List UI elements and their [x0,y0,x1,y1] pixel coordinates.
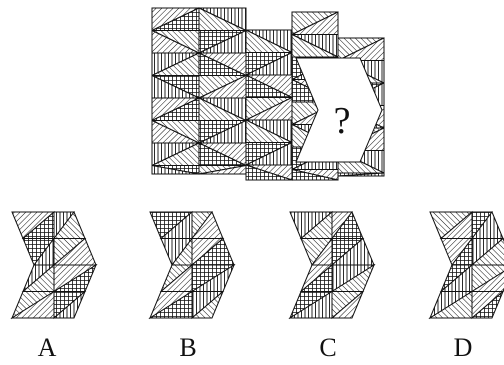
answer-options [12,212,504,318]
option-figure-a[interactable] [12,212,96,318]
option-label-c: C [319,333,336,362]
option-label-d: D [454,333,473,362]
option-label-b: B [179,333,196,362]
option-label-a: A [38,333,57,362]
option-figure-c[interactable] [290,212,374,318]
option-figure-b[interactable] [150,212,234,318]
question-mark: ? [334,100,351,142]
option-figure-d[interactable] [430,212,504,318]
